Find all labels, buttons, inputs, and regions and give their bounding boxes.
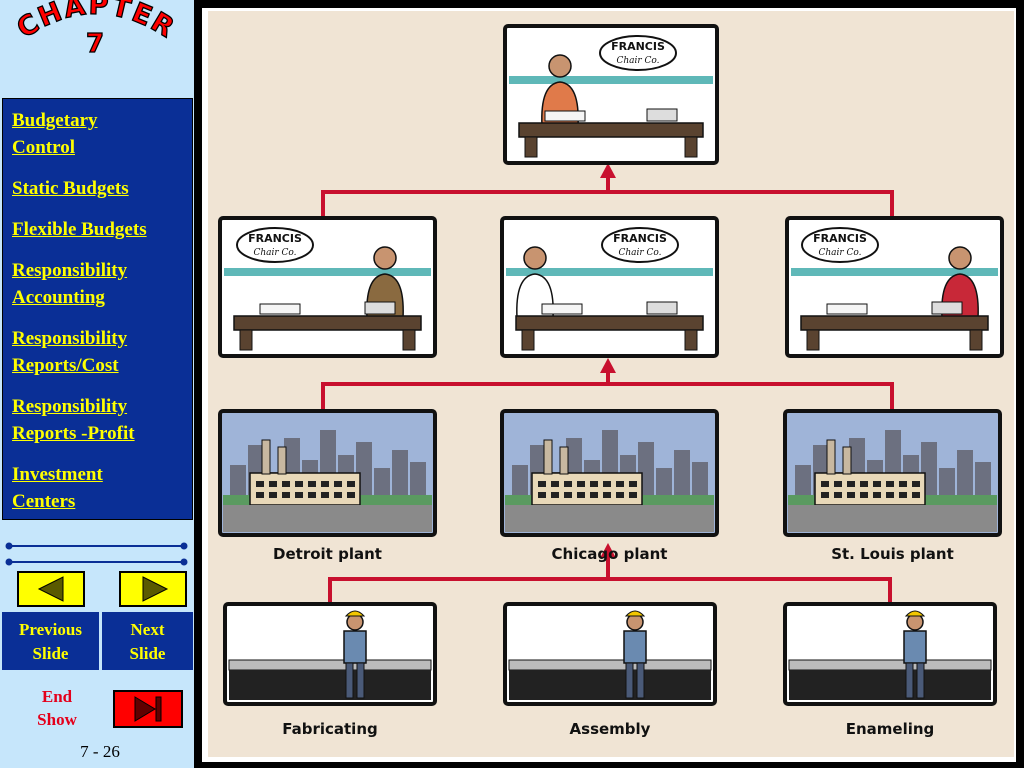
plant-panel: [218, 409, 437, 537]
telephone-icon: [646, 301, 678, 315]
chapter-number: 7: [86, 29, 104, 59]
logo-name: FRANCIS: [813, 232, 867, 245]
hard-hat-icon: [344, 610, 366, 617]
logo-subtitle: Chair Co.: [818, 248, 861, 258]
decorative-divider: [5, 542, 188, 566]
francis-chair-logo: FRANCIS Chair Co.: [599, 35, 677, 71]
nav-link-flexible-budgets[interactable]: Flexible Budgets: [12, 219, 147, 240]
hard-hat-icon: [904, 610, 926, 617]
vp-production-panel: FRANCIS Chair Co.: [500, 216, 719, 358]
smokestack: [261, 439, 271, 475]
plant-panel: [500, 409, 719, 537]
logo-name: FRANCIS: [613, 232, 667, 245]
telephone-icon: [646, 108, 678, 122]
factory-building: [531, 472, 643, 506]
desk: [233, 315, 422, 331]
arrow-up-icon: [600, 543, 616, 558]
arrow-up-icon: [600, 163, 616, 178]
telephone-icon: [931, 301, 963, 315]
department-label: Fabricating: [282, 720, 378, 738]
triangle-right-icon: [142, 576, 169, 602]
francis-chair-logo: FRANCIS Chair Co.: [801, 227, 879, 263]
vp-finance-panel: FRANCIS Chair Co.: [785, 216, 1004, 358]
smokestack: [826, 439, 836, 475]
workbench: [508, 659, 712, 671]
francis-chair-logo: FRANCIS Chair Co.: [601, 227, 679, 263]
department-label: Assembly: [570, 720, 651, 738]
connector-lines: [321, 171, 894, 603]
department-label: Enameling: [846, 720, 935, 738]
chapter-heading: CHAPTER 7: [11, 0, 179, 60]
logo-name: FRANCIS: [248, 232, 302, 245]
francis-chair-logo: FRANCIS Chair Co.: [236, 227, 314, 263]
papers: [544, 110, 586, 122]
plant-label: Chicago plant: [552, 545, 668, 563]
president-panel: FRANCIS Chair Co.: [503, 24, 719, 165]
department-panel: [503, 602, 717, 706]
plant-label: St. Louis plant: [831, 545, 954, 563]
papers: [826, 303, 868, 315]
plant-panel: [783, 409, 1002, 537]
desk: [800, 315, 989, 331]
logo-subtitle: Chair Co.: [616, 56, 659, 66]
next-arrow-button[interactable]: [119, 571, 187, 607]
workbench: [228, 659, 432, 671]
worker-illustration: [623, 610, 647, 699]
logo-subtitle: Chair Co.: [618, 248, 661, 258]
workbench: [788, 659, 992, 671]
organization-chart: FRANCIS Chair Co. FRANCIS Chair Co. FRANCIS C…: [202, 8, 1016, 762]
triangle-left-icon: [37, 576, 64, 602]
plant-label: Detroit plant: [273, 545, 382, 563]
logo-name: FRANCIS: [611, 40, 665, 53]
worker-illustration: [343, 610, 367, 699]
arrowheads: [600, 163, 616, 558]
factory-building: [814, 472, 926, 506]
worker-illustration: [903, 610, 927, 699]
department-panel: [223, 602, 437, 706]
vp-sales-panel: FRANCIS Chair Co.: [218, 216, 437, 358]
skip-to-end-icon: [134, 696, 162, 722]
factory-building: [249, 472, 361, 506]
arrow-up-icon: [600, 358, 616, 373]
previous-arrow-button[interactable]: [17, 571, 85, 607]
desk: [515, 315, 704, 331]
nav-link-static-budgets[interactable]: Static Budgets: [12, 178, 129, 199]
end-show-button[interactable]: [113, 690, 183, 728]
smokestack: [543, 439, 553, 475]
papers: [541, 303, 583, 315]
telephone-icon: [364, 301, 396, 315]
department-panel: [783, 602, 997, 706]
hard-hat-icon: [624, 610, 646, 617]
desk: [518, 122, 704, 138]
page-number: 7 - 26: [80, 742, 120, 761]
papers: [259, 303, 301, 315]
logo-subtitle: Chair Co.: [253, 248, 296, 258]
